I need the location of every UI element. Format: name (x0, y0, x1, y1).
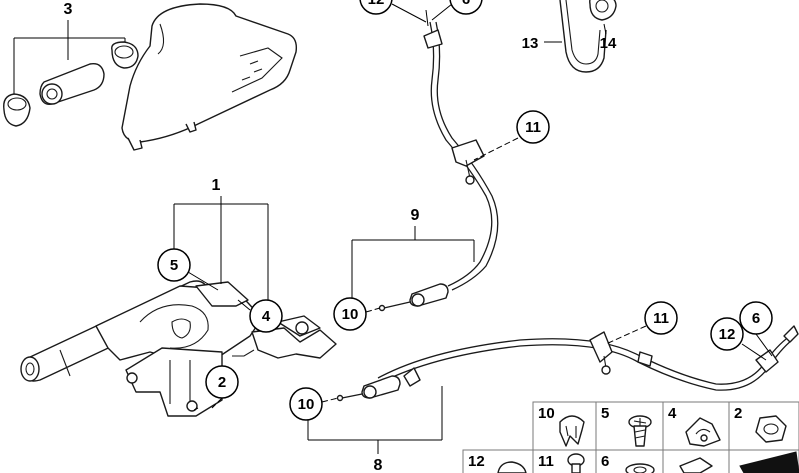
callout-6-right: 6 (739, 301, 773, 357)
callout-11-upper: 11 (473, 110, 550, 161)
callout-6-top-label: 6 (462, 0, 470, 8)
callout-10-upper: 10 (333, 297, 381, 331)
grid-label-4: 4 (668, 405, 677, 422)
grid-part-black-wedge (739, 451, 799, 473)
callout-5-label: 5 (170, 257, 178, 274)
handbrake-lever-assembly (20, 280, 337, 417)
callout-12-right-label: 12 (719, 326, 736, 343)
grid-part-11-pushclip (567, 453, 585, 473)
callout-13-label: 13 (522, 35, 539, 52)
part-9-leader: 9 (351, 207, 475, 298)
lever-cover-boot (121, 3, 298, 151)
callout-2-label: 2 (218, 374, 226, 391)
grid-label-12: 12 (468, 453, 485, 470)
callout-12-top: 12 (359, 0, 427, 23)
callout-3-label: 3 (64, 1, 73, 18)
upper-brake-cable (378, 9, 499, 312)
part-8-leader: 8 (307, 386, 443, 473)
grid-part-extra-clip (679, 457, 713, 473)
callout-9-label: 9 (411, 207, 420, 224)
grid-label-11: 11 (538, 453, 554, 470)
callout-6-right-label: 6 (752, 310, 760, 327)
grid-label-2: 2 (734, 405, 742, 422)
grid-label-5: 5 (601, 405, 609, 422)
grid-label-10: 10 (538, 405, 555, 422)
lower-brake-cable (336, 325, 799, 402)
grid-label-6: 6 (601, 453, 609, 470)
callout-11-lower: 11 (605, 301, 678, 345)
grid-part-12-grommet (497, 461, 527, 473)
callout-8-label: 8 (374, 457, 383, 473)
callout-12-right: 12 (710, 317, 767, 361)
hook-clip-13-14: 13 14 (522, 0, 617, 73)
callout-10-lower: 10 (289, 387, 339, 421)
callout-14-label: 14 (600, 35, 617, 52)
grid-part-5-screw (628, 415, 652, 447)
callout-1-label: 1 (212, 177, 221, 194)
small-parts-grid: 10 5 4 2 12 11 6 (462, 401, 799, 473)
grid-part-2-nut (755, 415, 787, 443)
callout-12-top-label: 12 (368, 0, 385, 8)
callout-4-label: 4 (262, 308, 271, 325)
callout-6-top: 6 (431, 0, 483, 21)
grid-part-10-clip (559, 415, 585, 447)
grid-part-4-clamp (685, 417, 721, 447)
part-3-grip-sleeves (3, 20, 139, 127)
grid-part-6-washer (625, 463, 655, 473)
callout-11-upper-label: 11 (525, 119, 541, 136)
callout-2: 2 (205, 365, 239, 409)
callout-10-lower-label: 10 (298, 396, 315, 413)
callout-4: 4 (237, 299, 283, 333)
part-1-leader: 1 (173, 177, 269, 300)
callout-11-lower-label: 11 (653, 310, 669, 327)
callout-10-upper-label: 10 (342, 306, 359, 323)
callout-5: 5 (157, 248, 219, 291)
